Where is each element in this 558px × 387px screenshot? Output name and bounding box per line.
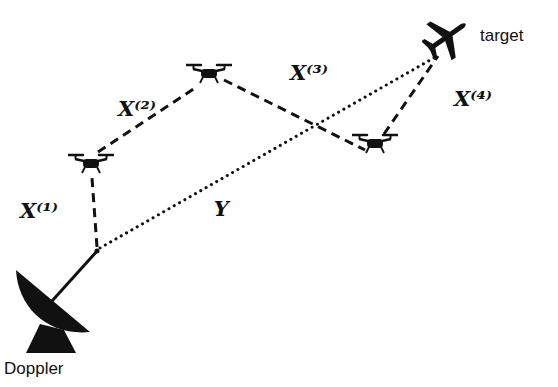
node-label: target (480, 26, 523, 46)
edge-label: Y (211, 196, 232, 221)
link-label: X⁽¹⁾ (18, 198, 60, 223)
link-line (98, 86, 198, 152)
link-label: X⁽⁴⁾ (452, 86, 494, 111)
airplane-icon (422, 12, 474, 60)
radar-icon (8, 248, 100, 353)
node-label: Doppler (4, 359, 64, 379)
link-line (384, 56, 438, 134)
drone-icon (68, 155, 114, 173)
doppler-radar: Doppler (8, 248, 100, 353)
target-aircraft: target (422, 12, 474, 60)
link-line (224, 80, 365, 150)
link-line (92, 178, 97, 247)
link-label: X⁽²⁾ (116, 96, 158, 121)
drone-icon (186, 65, 232, 83)
drone-icon (352, 135, 398, 153)
line-of-sight (100, 55, 439, 248)
link-label: X⁽³⁾ (288, 60, 330, 85)
